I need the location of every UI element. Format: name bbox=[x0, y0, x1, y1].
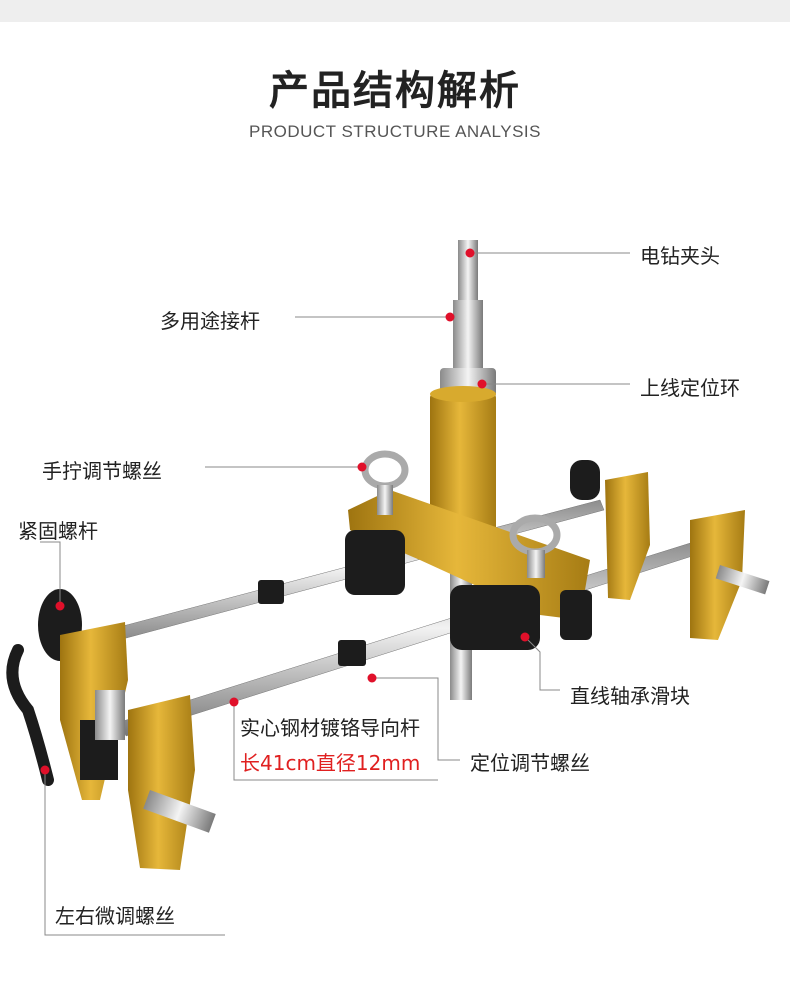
label-hand-screw: 手拧调节螺丝 bbox=[42, 459, 162, 483]
label-chuck: 电钻夹头 bbox=[640, 244, 720, 268]
label-bearing-slider: 直线轴承滑块 bbox=[570, 684, 690, 708]
label-multi-rod: 多用途接杆 bbox=[160, 309, 260, 333]
bearing-block-right bbox=[450, 585, 540, 650]
marker-positioning-screw bbox=[367, 673, 377, 683]
bearing-block-rear bbox=[560, 590, 592, 640]
marker-multi-rod bbox=[445, 312, 455, 322]
label-tight-rod: 紧固螺杆 bbox=[18, 519, 98, 543]
label-positioning-screw: 定位调节螺丝 bbox=[470, 751, 590, 775]
marker-lr-screw bbox=[40, 765, 50, 775]
rod-clamp-front bbox=[338, 640, 366, 666]
marker-chuck bbox=[465, 248, 475, 258]
left-front-bracket bbox=[95, 690, 216, 870]
marker-guide-rod bbox=[229, 697, 239, 707]
eye-bolt-right bbox=[509, 514, 561, 578]
top-band bbox=[0, 0, 790, 22]
label-guide-rod-spec: 长41cm直径12mm bbox=[240, 751, 421, 775]
label-positioning-ring: 上线定位环 bbox=[640, 376, 740, 400]
callout-markers bbox=[40, 248, 530, 775]
page-subtitle: PRODUCT STRUCTURE ANALYSIS bbox=[249, 122, 541, 141]
marker-bearing-slider bbox=[520, 632, 530, 642]
right-rear-bracket bbox=[570, 460, 650, 600]
bearing-block-left bbox=[345, 530, 405, 595]
marker-tight-rod bbox=[55, 601, 65, 611]
label-guide-rod: 实心钢材镀铬导向杆 bbox=[240, 716, 420, 740]
callout-lines bbox=[40, 252, 630, 936]
label-lr-screw: 左右微调螺丝 bbox=[55, 904, 175, 928]
rod-clamp-back bbox=[258, 580, 284, 604]
page-title: 产品结构解析 bbox=[269, 68, 521, 114]
marker-hand-screw bbox=[357, 462, 367, 472]
right-front-bracket bbox=[690, 510, 770, 640]
marker-positioning-ring bbox=[477, 379, 487, 389]
